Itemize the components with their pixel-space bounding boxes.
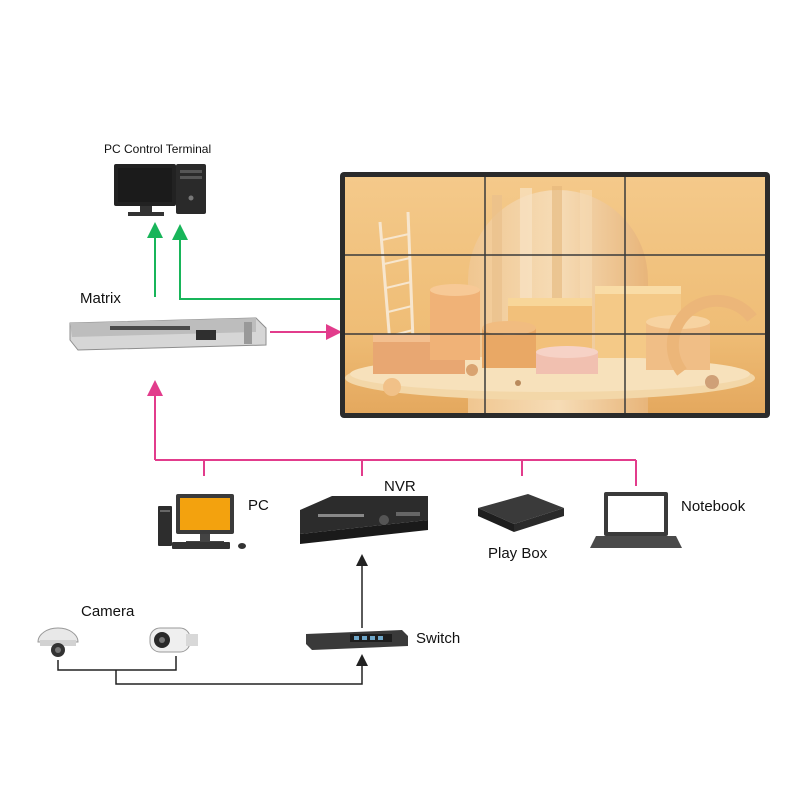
bullet-camera-icon — [149, 627, 198, 653]
nvr-icon — [300, 496, 428, 544]
pc-control-terminal-icon — [114, 164, 206, 216]
pc-control-terminal-label: PC Control Terminal — [104, 142, 212, 156]
pc-label: PC — [248, 497, 269, 514]
nvr-label: NVR — [384, 478, 416, 495]
matrix-label: Matrix — [80, 290, 121, 307]
matrix-icon — [69, 317, 267, 351]
pc-icon — [158, 494, 246, 549]
camera-wiring — [57, 654, 368, 685]
notebook-icon — [590, 492, 682, 548]
input-bus — [147, 380, 637, 486]
video-wall-display — [340, 172, 770, 418]
switch-icon — [306, 630, 408, 650]
control-link-video-wall — [172, 224, 340, 300]
play-box-label: Play Box — [488, 545, 548, 562]
play-box-icon — [478, 494, 564, 532]
dome-camera-icon — [37, 627, 79, 657]
notebook-label: Notebook — [681, 498, 746, 515]
switch-label: Switch — [416, 630, 461, 647]
camera-label: Camera — [81, 603, 135, 620]
